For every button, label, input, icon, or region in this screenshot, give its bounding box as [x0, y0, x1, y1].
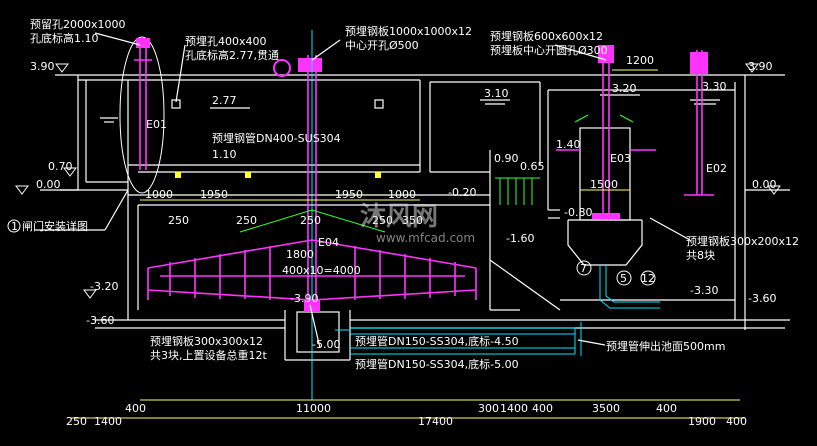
dim-row1-11000: 11000: [296, 402, 331, 415]
annot-gate-detail: 闸门安装详图: [22, 219, 88, 233]
dim-1950-b: 1950: [335, 188, 363, 201]
dim-row2-17400: 17400: [418, 415, 453, 428]
elev-0-00-right: 0.00: [752, 178, 777, 191]
embedded-pipes: [335, 322, 582, 356]
elev-minus-1-60: -1.60: [506, 232, 534, 245]
elev-3-90-right: 3.90: [748, 60, 773, 73]
dim-250-c: 250: [300, 214, 321, 227]
elev-0-90: 0.90: [494, 152, 519, 165]
leader-lines: [35, 32, 691, 349]
dim-400x10: 400x10=4000: [282, 264, 361, 277]
dim-1200: 1200: [626, 54, 654, 67]
elev-minus-3-60-right: -3.60: [748, 292, 776, 305]
dim-250-b: 250: [236, 214, 257, 227]
dim-row2-400: 400: [726, 415, 747, 428]
elev-minus-3-60-left: -3.60: [86, 314, 114, 327]
tag-e02: E02: [706, 162, 727, 175]
annot-plate-1000-hole: 中心开孔Ø500: [345, 39, 419, 52]
elevation-symbols: [15, 63, 781, 299]
callout-markers: [7, 219, 656, 286]
grating-hatch: [495, 177, 540, 205]
tag-e04: E04: [318, 236, 339, 249]
dim-1800: 1800: [286, 248, 314, 261]
marker-7: 7: [580, 262, 587, 275]
dim-1500: 1500: [590, 178, 618, 191]
marker-labels: 7 5 12 1: [11, 220, 655, 285]
elev-0-00-left: 0.00: [36, 178, 61, 191]
dim-row1-300: 300: [478, 402, 499, 415]
elev-minus-5-00: -5.00: [312, 338, 340, 351]
annot-plate-count: 共8块: [686, 249, 715, 262]
elev-3-90-left: 3.90: [30, 60, 55, 73]
annot-hole-400-elev: 孔底标高2.77,贯通: [185, 48, 279, 62]
elev-0-70: 0.70: [48, 160, 73, 173]
annot-pipe-dn150-b: 预埋管DN150-SS304,底标-5.00: [355, 357, 519, 371]
gate-e01: [119, 36, 165, 194]
elev-minus-3-20: -3.20: [90, 280, 118, 293]
annot-plate-300x300: 预埋钢板300x300x12: [150, 334, 263, 348]
annot-pipe-dn150-a: 预埋管DN150-SS304,底标-4.50: [355, 334, 519, 348]
annot-plate-600-hole: 预埋板中心开圆孔Ø300: [490, 43, 608, 57]
dim-row1-3500: 3500: [592, 402, 620, 415]
dim-row2-250: 250: [66, 415, 87, 428]
dim-row1-400-b: 400: [532, 402, 553, 415]
dim-1000-b: 1000: [388, 188, 416, 201]
elev-minus-0-80: -0.80: [564, 206, 592, 219]
clarifier-e03: [556, 45, 660, 309]
elev-3-30: 3.30: [702, 80, 727, 93]
annot-hole-2000: 预留孔2000x1000: [30, 18, 126, 31]
elev-3-20: 3.20: [612, 82, 637, 95]
annotation-text: 预留孔2000x1000 孔底标高1.10 预埋孔400x400 孔底标高2.7…: [22, 18, 799, 371]
elev-minus-3-30: -3.30: [690, 284, 718, 297]
annot-plate-600: 预埋钢板600x600x12: [490, 29, 603, 43]
dim-row2-1400: 1400: [94, 415, 122, 428]
tag-e03: E03: [610, 152, 631, 165]
watermark: 沐风网 www.mfcad.com: [360, 202, 475, 245]
annot-plate-load: 共3块,上置设备总重12t: [150, 348, 267, 362]
anchor-markers: [175, 172, 381, 178]
dim-row1-1400: 1400: [500, 402, 528, 415]
dimension-lines: [70, 69, 745, 419]
annot-plate-300x200: 预埋钢板300x200x12: [686, 234, 799, 248]
dim-1000-a: 1000: [145, 188, 173, 201]
tag-e01: E01: [146, 118, 167, 131]
annot-pipe-dn400: 预埋钢管DN400-SUS304: [212, 131, 341, 145]
marker-detail-1: 1: [11, 220, 18, 233]
watermark-url: www.mfcad.com: [376, 231, 475, 245]
water-level-marks: [100, 94, 720, 123]
watermark-brand: 沐风网: [360, 202, 438, 232]
elev-minus-3-90: -3.90: [290, 292, 318, 305]
annot-hole-400: 预埋孔400x400: [185, 35, 267, 48]
elev-3-10: 3.10: [484, 87, 509, 100]
mixer-e02: [684, 50, 714, 196]
elev-2-77: 2.77: [212, 94, 237, 107]
dim-row1-400-c: 400: [656, 402, 677, 415]
elevation-text: 3.90 3.90 2.77 3.10 3.20 3.30 1.10 1.40 …: [30, 60, 777, 351]
equipment-tags: E01 E04 E03 E02: [146, 118, 727, 249]
elev-minus-0-20: -0.20: [448, 186, 476, 199]
dim-row2-1900: 1900: [688, 415, 716, 428]
annot-pipe-extend: 预埋管伸出池面500mm: [606, 339, 725, 353]
elev-1-40: 1.40: [556, 138, 581, 151]
marker-12: 12: [641, 272, 655, 285]
dim-350: 350: [402, 214, 423, 227]
dim-1950-a: 1950: [200, 188, 228, 201]
dimension-text: 1000 1950 1950 1000 250 250 250 250 350 …: [66, 54, 747, 428]
marker-5: 5: [620, 272, 627, 285]
elev-0-65: 0.65: [520, 160, 545, 173]
dim-250-a: 250: [168, 214, 189, 227]
elev-1-10: 1.10: [212, 148, 237, 161]
annot-plate-1000: 预埋钢板1000x1000x12: [345, 24, 472, 38]
dim-250-d: 250: [372, 214, 393, 227]
mixer-e04: [147, 30, 477, 400]
annot-hole-elev: 孔底标高1.10: [30, 31, 99, 45]
dim-row1-400: 400: [125, 402, 146, 415]
